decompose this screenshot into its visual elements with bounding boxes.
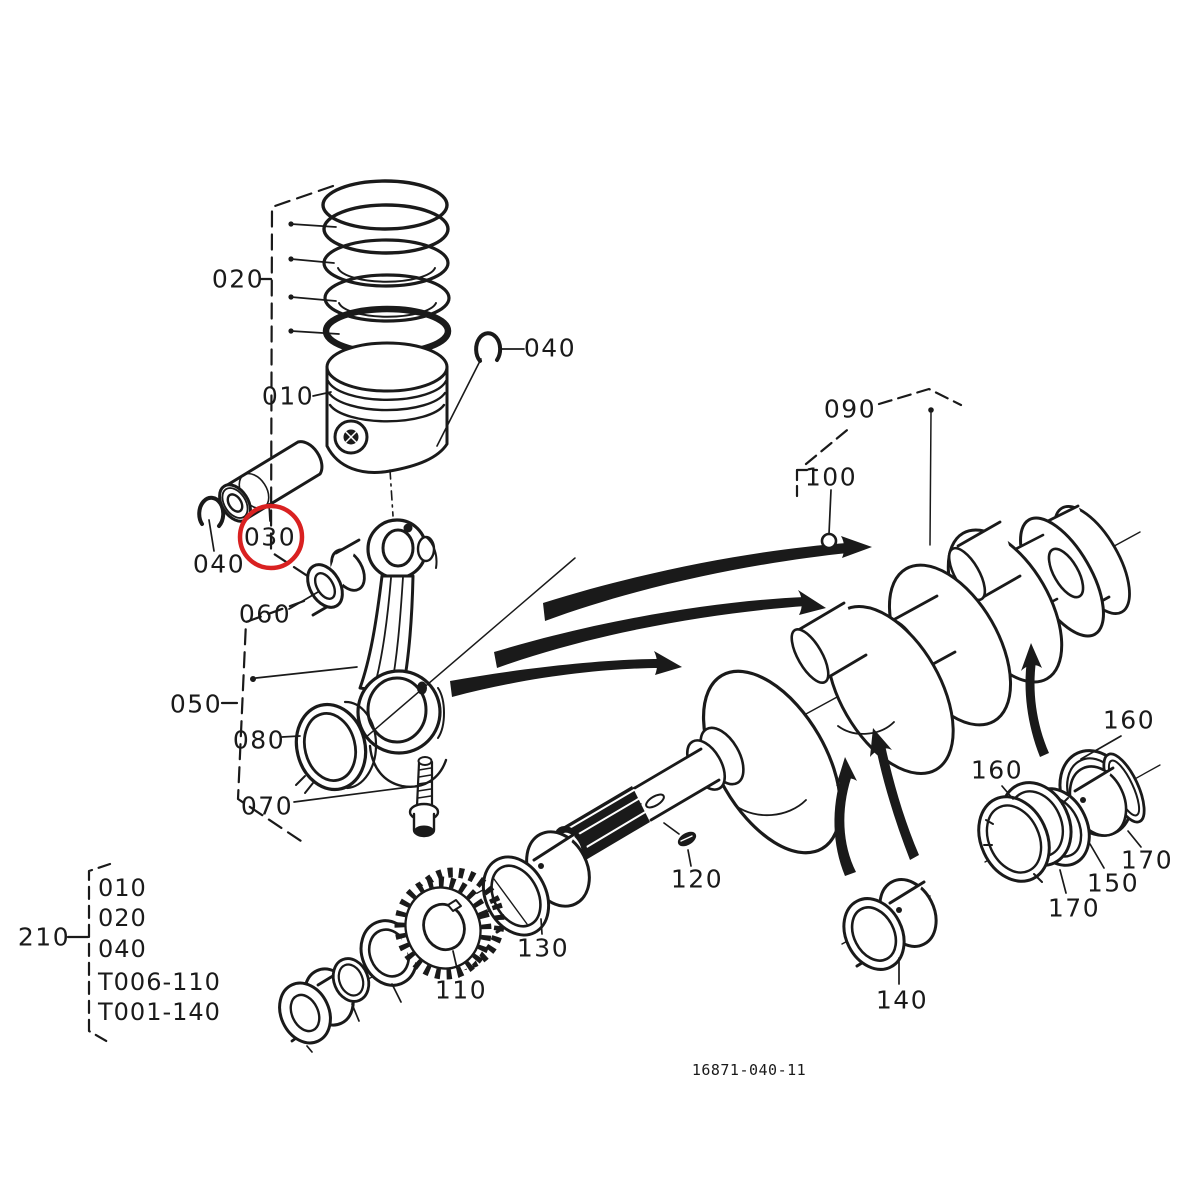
label-020: 020 bbox=[211, 264, 265, 294]
assembly-flow-arrows bbox=[450, 536, 1049, 876]
circlip-040-left bbox=[197, 495, 226, 528]
label-130: 130 bbox=[516, 933, 570, 963]
label-160-left: 160 bbox=[970, 755, 1024, 785]
main-bearing-140 bbox=[841, 878, 938, 971]
drawing-number: 16871-040-11 bbox=[691, 1061, 807, 1079]
label-140: 140 bbox=[875, 985, 929, 1015]
label-120: 120 bbox=[670, 864, 724, 894]
group-210-item-040: 040 bbox=[98, 935, 147, 963]
piston bbox=[325, 341, 449, 474]
label-050: 050 bbox=[169, 689, 223, 719]
group-brackets bbox=[66, 184, 963, 1044]
key-120 bbox=[677, 831, 697, 847]
crank-gear-110 bbox=[394, 867, 505, 980]
label-010: 010 bbox=[261, 381, 315, 411]
circlip-040-right bbox=[474, 331, 503, 363]
label-040-lower: 040 bbox=[192, 549, 246, 579]
highlight-circle-030 bbox=[237, 503, 305, 571]
crankshaft bbox=[554, 504, 1131, 866]
label-070: 070 bbox=[240, 791, 294, 821]
label-030-highlighted: 030 bbox=[243, 522, 297, 552]
group-210-item-t001-140: T001-140 bbox=[98, 998, 221, 1026]
label-170-right: 170 bbox=[1120, 845, 1174, 875]
label-100: 100 bbox=[804, 462, 858, 492]
piston-pin-030 bbox=[218, 440, 324, 523]
label-110: 110 bbox=[434, 975, 488, 1005]
piston-rings bbox=[321, 179, 452, 357]
bearing-group-150-160-170 bbox=[977, 749, 1146, 883]
label-060: 060 bbox=[238, 599, 292, 629]
ball-100 bbox=[820, 532, 838, 550]
label-090: 090 bbox=[823, 394, 877, 424]
group-210-item-t006-110: T006-110 bbox=[98, 968, 221, 996]
label-080: 080 bbox=[232, 725, 286, 755]
main-bearing-130 bbox=[481, 830, 591, 937]
label-160-right: 160 bbox=[1102, 705, 1156, 735]
label-170-bottom: 170 bbox=[1047, 893, 1101, 923]
rod-bolt-070 bbox=[408, 756, 440, 838]
bushing-060 bbox=[306, 538, 366, 617]
label-040-upper: 040 bbox=[523, 333, 577, 363]
label-210: 210 bbox=[17, 922, 71, 952]
rod-bearing-080 bbox=[294, 700, 378, 794]
group-210-item-020: 020 bbox=[98, 904, 147, 932]
group-210-item-010: 010 bbox=[98, 874, 147, 902]
connecting-rod-050 bbox=[301, 518, 576, 788]
label-150: 150 bbox=[1086, 868, 1140, 898]
ring-200 bbox=[331, 957, 371, 1003]
leader-lines bbox=[208, 221, 1142, 1053]
